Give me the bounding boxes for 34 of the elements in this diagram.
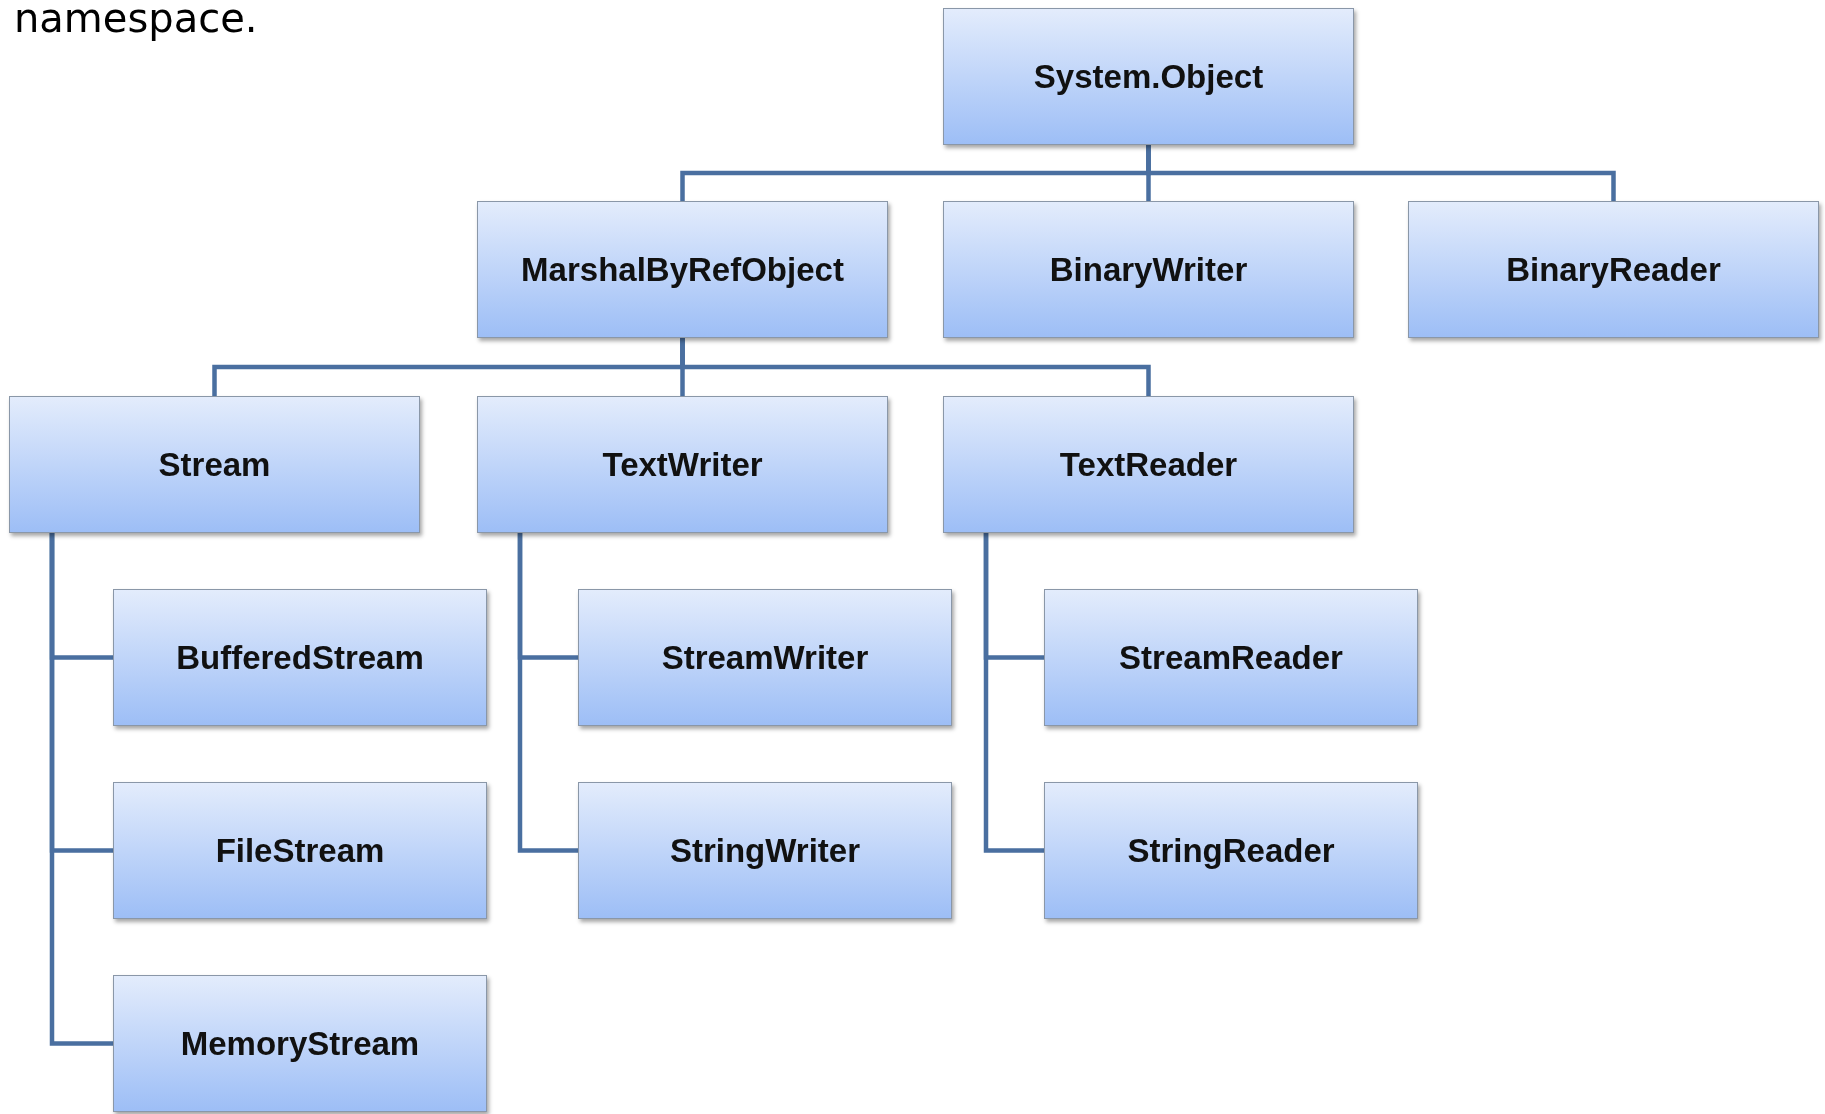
class-box: [578, 589, 952, 726]
class-name: Stream: [158, 445, 271, 484]
class-name: TextReader: [1059, 445, 1238, 484]
class-box: [578, 782, 952, 919]
class-name: System.Object: [1033, 57, 1264, 96]
class-name: StringWriter: [669, 831, 861, 870]
class-box: [477, 396, 888, 533]
class-box: [113, 589, 487, 726]
connector-line: [1146, 145, 1616, 201]
class-name: BinaryReader: [1506, 250, 1721, 289]
class-box: [943, 8, 1354, 145]
class-name: StreamReader: [1119, 638, 1343, 677]
class-box: [943, 201, 1354, 338]
class-box: [113, 782, 487, 919]
class-box: [943, 396, 1354, 533]
class-name: StringReader: [1127, 831, 1335, 870]
connector-line: [983, 533, 1044, 853]
class-name: MemoryStream: [180, 1024, 420, 1063]
connector-line: [49, 533, 113, 1046]
class-box: [1408, 201, 1819, 338]
class-box: [1044, 589, 1418, 726]
class-box: [1044, 782, 1418, 919]
class-name: BufferedStream: [176, 638, 424, 677]
class-name: MarshalByRefObject: [521, 250, 844, 289]
connector-line: [680, 338, 1151, 396]
class-name: TextWriter: [602, 445, 763, 484]
text-fragment: namespace.: [14, 0, 258, 40]
class-box: [113, 975, 487, 1112]
class-name: BinaryWriter: [1049, 250, 1248, 289]
class-name: StreamWriter: [661, 638, 869, 677]
class-name: FileStream: [215, 831, 385, 870]
class-box: [9, 396, 420, 533]
class-box: [477, 201, 888, 338]
connector-line: [517, 533, 578, 853]
